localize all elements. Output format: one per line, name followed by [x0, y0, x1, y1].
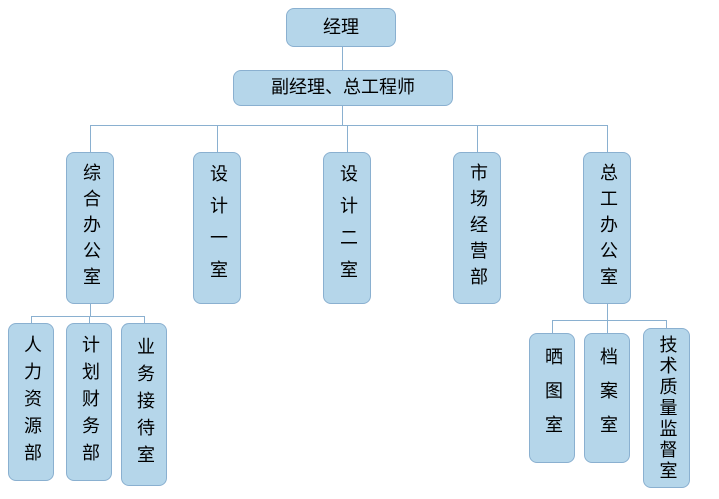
node-deputy-chief-engineer: 副经理、总工程师 — [233, 70, 453, 106]
node-tech-quality-supervision-room: 技术质量监督室 — [643, 328, 690, 488]
connector-line — [90, 125, 91, 152]
node-marketing-dept: 市场经营部 — [453, 152, 501, 304]
node-design-room-2: 设计二室 — [323, 152, 371, 304]
node-general-office: 综合办公室 — [66, 152, 114, 304]
connector-line — [607, 304, 608, 333]
connector-line — [31, 316, 145, 317]
connector-line — [552, 320, 666, 321]
node-hr-dept: 人力资源部 — [8, 323, 54, 481]
connector-line — [31, 316, 32, 323]
node-archive-room: 档案室 — [584, 333, 630, 463]
connector-line — [90, 304, 91, 316]
connector-line — [342, 106, 343, 125]
connector-line — [666, 320, 667, 328]
connector-line — [607, 125, 608, 152]
node-planning-finance-dept: 计划财务部 — [66, 323, 112, 481]
connector-line — [89, 316, 90, 323]
connector-line — [144, 316, 145, 323]
node-manager: 经理 — [286, 8, 396, 47]
connector-line — [477, 125, 478, 152]
node-blueprint-room: 晒图室 — [529, 333, 575, 463]
node-chief-engineer-office: 总工办公室 — [583, 152, 631, 304]
connector-line — [347, 125, 348, 152]
connector-line — [552, 320, 553, 333]
node-business-reception-room: 业务接待室 — [121, 323, 167, 486]
connector-line — [342, 47, 343, 70]
node-design-room-1: 设计一室 — [193, 152, 241, 304]
connector-line — [217, 125, 218, 152]
connector-line — [90, 125, 607, 126]
